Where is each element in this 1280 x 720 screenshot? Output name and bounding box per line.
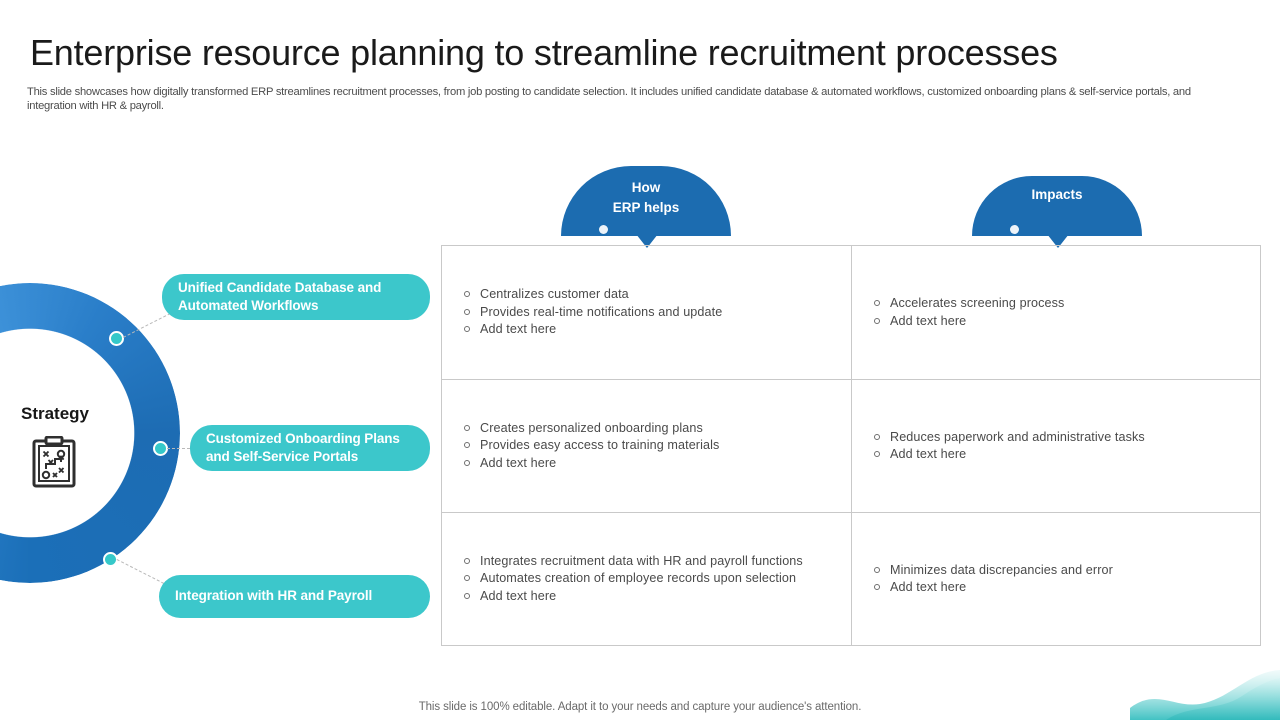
table-cell-impacts-3: Minimizes data discrepancies and error A… bbox=[852, 513, 1260, 645]
list-item-label: Add text here bbox=[890, 447, 967, 461]
list-item-label: Add text here bbox=[480, 588, 557, 603]
table-row: Creates personalized onboarding plans Pr… bbox=[442, 379, 1260, 512]
bullet-list: Minimizes data discrepancies and error A… bbox=[866, 562, 1260, 597]
page-title: Enterprise resource planning to streamli… bbox=[30, 32, 1058, 73]
pill-unified-candidate-database[interactable]: Unified Candidate Database and Automated… bbox=[162, 274, 430, 320]
bullet-icon bbox=[874, 300, 880, 306]
bullet-icon bbox=[874, 566, 880, 573]
ring-node-dot-1 bbox=[109, 331, 124, 346]
list-item-label: Integrates recruitment data with HR and … bbox=[480, 553, 803, 568]
ring-node-dot-3 bbox=[103, 552, 118, 567]
dome-shape bbox=[972, 176, 1142, 236]
table-cell-how-1: Centralizes customer data Provides real-… bbox=[442, 246, 852, 379]
column-header-impacts[interactable]: Impacts bbox=[972, 176, 1142, 256]
column-header-how-erp-helps[interactable]: How ERP helps bbox=[561, 166, 731, 248]
bullet-icon bbox=[874, 433, 880, 440]
bullet-icon bbox=[464, 424, 470, 431]
pill-integration-hr-payroll[interactable]: Integration with HR and Payroll bbox=[159, 575, 430, 618]
bullet-icon bbox=[464, 592, 470, 599]
strategy-ring bbox=[0, 283, 180, 583]
list-item: Provides easy access to training materia… bbox=[456, 437, 851, 454]
bullet-icon bbox=[874, 584, 880, 590]
bullet-icon bbox=[464, 291, 470, 298]
list-item: Integrates recruitment data with HR and … bbox=[456, 553, 851, 570]
table-cell-how-3: Integrates recruitment data with HR and … bbox=[442, 513, 852, 645]
table-cell-impacts-2: Reduces paperwork and administrative tas… bbox=[852, 380, 1260, 512]
footer-note: This slide is 100% editable. Adapt it to… bbox=[418, 701, 862, 713]
list-item: Provides real-time notifications and upd… bbox=[456, 304, 851, 321]
dome-dot-icon bbox=[1010, 225, 1019, 234]
dome-dot-icon bbox=[599, 225, 608, 234]
list-item: Add text here bbox=[456, 588, 851, 605]
dome-notch-icon bbox=[636, 234, 658, 248]
pill-label: Integration with HR and Payroll bbox=[175, 588, 373, 604]
list-item-label: Accelerates screening process bbox=[890, 296, 1065, 310]
bullet-icon bbox=[874, 451, 880, 457]
table-row: Integrates recruitment data with HR and … bbox=[442, 512, 1260, 645]
list-item-label: Centralizes customer data bbox=[480, 287, 629, 302]
bullet-list: Reduces paperwork and administrative tas… bbox=[866, 429, 1260, 464]
connector-line-2 bbox=[167, 448, 195, 449]
list-item-label: Reduces paperwork and administrative tas… bbox=[890, 429, 1145, 444]
list-item: Add text here bbox=[866, 313, 1260, 330]
list-item-label: Automates creation of employee records u… bbox=[480, 571, 797, 586]
bullet-icon bbox=[464, 326, 470, 333]
table-row: Centralizes customer data Provides real-… bbox=[442, 246, 1260, 379]
column-header-line-2: ERP helps bbox=[612, 200, 680, 215]
list-item-label: Add text here bbox=[480, 322, 557, 337]
list-item-label: Add text here bbox=[890, 313, 967, 328]
list-item: Add text here bbox=[456, 321, 851, 338]
ring-node-dot-2 bbox=[153, 441, 168, 456]
list-item: Automates creation of employee records u… bbox=[456, 570, 851, 587]
bullet-icon bbox=[464, 575, 470, 582]
list-item-label: Add text here bbox=[890, 580, 967, 594]
list-item: Add text here bbox=[866, 579, 1260, 596]
list-item-label: Provides easy access to training materia… bbox=[480, 438, 720, 453]
pill-customized-onboarding-plans[interactable]: Customized Onboarding Plans and Self-Ser… bbox=[190, 425, 430, 471]
pill-label: Unified Candidate Database and Automated… bbox=[178, 279, 382, 314]
list-item-label: Add text here bbox=[480, 455, 557, 470]
table-cell-impacts-1: Accelerates screening process Add text h… bbox=[852, 246, 1260, 379]
list-item: Minimizes data discrepancies and error bbox=[866, 562, 1260, 579]
list-item: Creates personalized onboarding plans bbox=[456, 420, 851, 437]
dome-notch-icon bbox=[1047, 234, 1069, 248]
column-header-label: How ERP helps bbox=[561, 178, 731, 218]
list-item: Add text here bbox=[456, 455, 851, 472]
column-header-label: Impacts bbox=[1031, 187, 1083, 202]
bullet-icon bbox=[874, 317, 880, 324]
pill-label: Customized Onboarding Plans and Self-Ser… bbox=[206, 430, 400, 465]
bullet-list: Accelerates screening process Add text h… bbox=[866, 295, 1260, 330]
list-item-label: Provides real-time notifications and upd… bbox=[480, 304, 723, 319]
list-item: Centralizes customer data bbox=[456, 286, 851, 303]
ring-arc bbox=[0, 283, 180, 583]
list-item-label: Creates personalized onboarding plans bbox=[480, 420, 703, 435]
bullet-list: Integrates recruitment data with HR and … bbox=[456, 553, 851, 606]
comparison-table: Centralizes customer data Provides real-… bbox=[441, 245, 1261, 646]
bullet-icon bbox=[464, 459, 470, 466]
strategy-center-label: Strategy bbox=[20, 404, 90, 423]
table-cell-how-2: Creates personalized onboarding plans Pr… bbox=[442, 380, 852, 512]
decorative-wave bbox=[1130, 664, 1280, 720]
column-header-line-1: How bbox=[631, 180, 661, 195]
page-subtitle: This slide showcases how digitally trans… bbox=[27, 86, 1191, 112]
list-item: Reduces paperwork and administrative tas… bbox=[866, 429, 1260, 446]
list-item-label: Minimizes data discrepancies and error bbox=[890, 562, 1113, 577]
bullet-icon bbox=[464, 442, 470, 449]
bullet-list: Creates personalized onboarding plans Pr… bbox=[456, 420, 851, 473]
clipboard-strategy-icon bbox=[32, 435, 76, 488]
list-item: Add text here bbox=[866, 446, 1260, 463]
bullet-icon bbox=[464, 308, 470, 315]
bullet-icon bbox=[464, 557, 470, 564]
list-item: Accelerates screening process bbox=[866, 295, 1260, 312]
bullet-list: Centralizes customer data Provides real-… bbox=[456, 286, 851, 339]
